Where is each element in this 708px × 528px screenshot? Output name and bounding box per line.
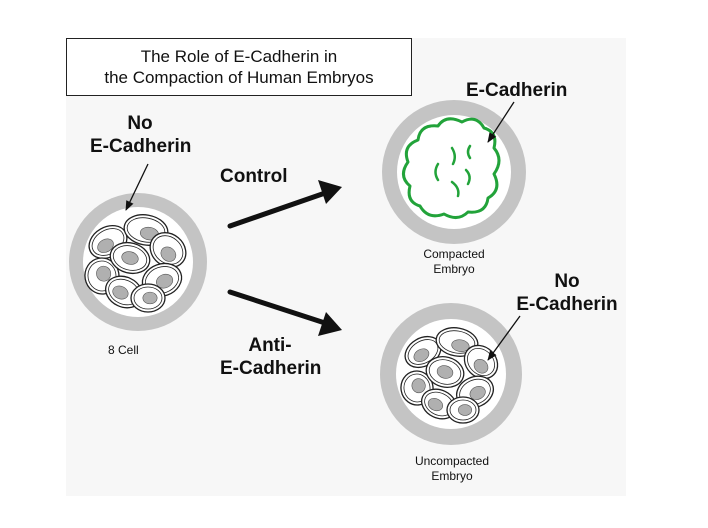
no-ecadherin-left-line-1: No — [127, 113, 153, 134]
compacted-embryo — [382, 100, 526, 244]
title-line-1: The Role of E-Cadherin in — [140, 47, 338, 66]
nucleus — [457, 404, 473, 416]
uncompacted-embryo-label: Uncompacted Embryo — [400, 454, 504, 484]
blastomere — [109, 241, 151, 275]
nucleus — [97, 238, 114, 253]
blastomere-cluster-left — [84, 214, 187, 313]
ecadherin-label-top: E-Cadherin — [466, 80, 568, 101]
nucleus — [411, 378, 426, 394]
no-ecadherin-label-right: No E-Cadherin — [512, 270, 622, 316]
uncompacted-embryo — [380, 303, 522, 445]
no-ecadherin-label-left: No E-Cadherin — [90, 112, 192, 158]
nucleus — [112, 285, 129, 300]
nucleus — [121, 251, 139, 265]
uncompacted-line-2: Embryo — [431, 469, 473, 483]
nucleus — [469, 386, 486, 400]
no-ecadherin-left-line-2: E-Cadherin — [90, 136, 192, 157]
blastomere — [130, 283, 166, 313]
diagram-title: The Role of E-Cadherin in the Compaction… — [66, 38, 412, 96]
nucleus — [156, 273, 174, 289]
nucleus — [473, 358, 489, 374]
title-line-2: the Compaction of Human Embryos — [104, 68, 374, 87]
pointer-no-ecadherin-right — [487, 315, 521, 361]
anti-ecadherin-line-2: E-Cadherin — [220, 358, 322, 379]
nucleus — [436, 365, 454, 379]
anti-ecadherin-line-1: Anti- — [248, 335, 292, 356]
uncompacted-line-1: Uncompacted — [414, 454, 490, 468]
nucleus — [413, 348, 430, 363]
blastomere-cluster-right — [400, 327, 499, 424]
nucleus — [96, 265, 112, 282]
control-arrow — [227, 180, 342, 229]
nucleus — [427, 398, 444, 412]
nucleus — [160, 246, 177, 262]
compacted-line-2: Embryo — [433, 262, 475, 276]
blastomere — [446, 396, 480, 424]
eight-cell-embryo — [69, 193, 207, 331]
e-cadherin-junctions — [434, 144, 472, 198]
nucleus — [142, 291, 158, 305]
blastomere — [149, 232, 187, 268]
anti-ecadherin-arrow — [227, 289, 342, 336]
eight-cell-label: 8 Cell — [108, 343, 139, 357]
no-ecadherin-right-line-1: No — [554, 271, 580, 292]
anti-ecadherin-label: Anti- E-Cadherin — [220, 334, 322, 380]
no-ecadherin-right-line-2: E-Cadherin — [516, 294, 618, 315]
control-label: Control — [220, 166, 288, 187]
blastomere — [435, 327, 479, 357]
pointer-no-ecadherin-left — [125, 163, 149, 211]
pointer-ecadherin-top — [487, 101, 515, 143]
blastomere — [425, 356, 465, 388]
compacted-embryo-label: Compacted Embryo — [404, 247, 504, 277]
e-cadherin-outline — [402, 117, 501, 219]
compacted-line-1: Compacted — [423, 247, 485, 261]
nucleus — [451, 339, 470, 352]
